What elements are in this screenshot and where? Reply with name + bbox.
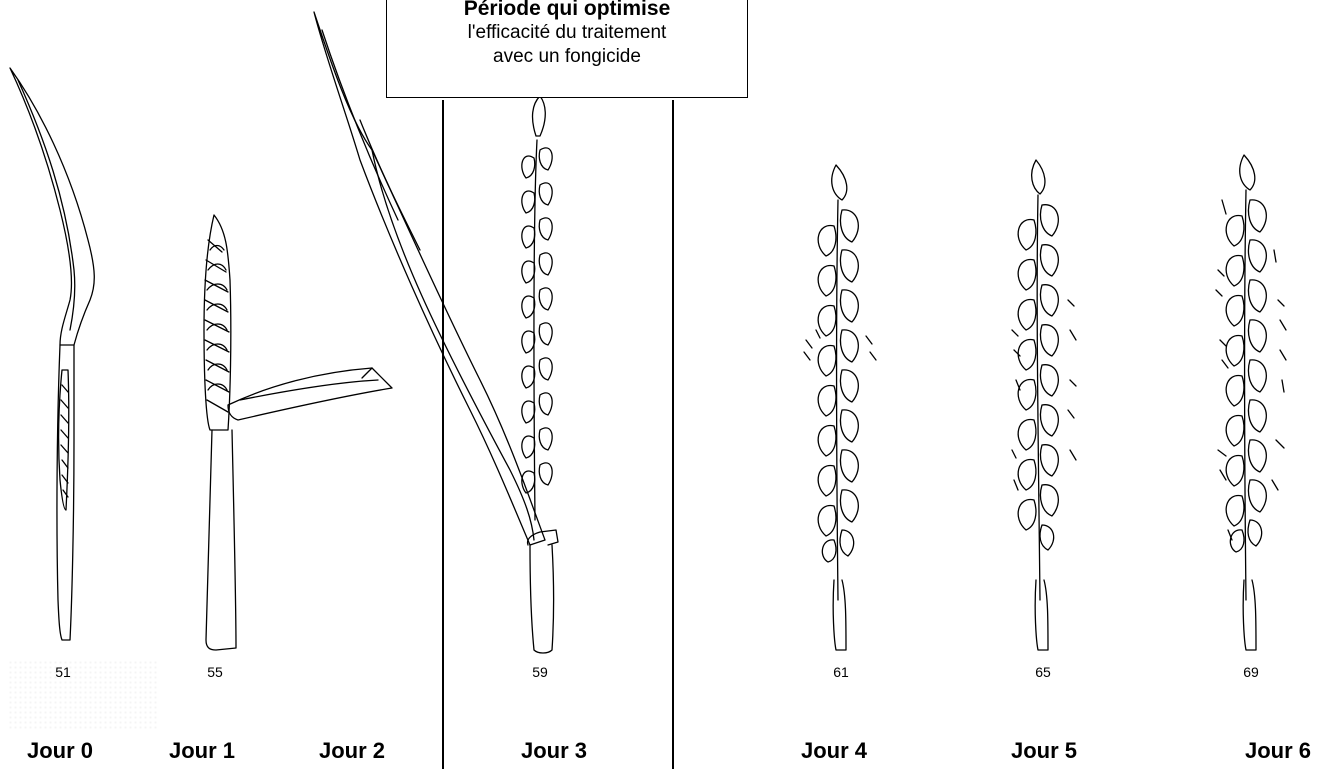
- callout-title: Période qui optimise: [387, 0, 747, 21]
- day-label-3: Jour 3: [521, 738, 587, 764]
- callout-line-1: l'efficacité du traitement: [387, 21, 747, 45]
- day-label-4: Jour 4: [801, 738, 867, 764]
- stage-code-65: 65: [1035, 664, 1051, 680]
- plant-stage-65: [1012, 160, 1076, 650]
- plant-stage-55: [204, 215, 392, 650]
- stage-code-59: 59: [532, 664, 548, 680]
- treatment-period-callout: Période qui optimise l'efficacité du tra…: [386, 0, 748, 98]
- plant-stage-51: [10, 68, 94, 640]
- day-label-2: Jour 2: [319, 738, 385, 764]
- plant-stage-61: [804, 165, 876, 650]
- plant-stage-69: [1216, 155, 1286, 650]
- stage-code-51: 51: [55, 664, 71, 680]
- period-right-boundary: [672, 100, 674, 769]
- day-label-0: Jour 0: [27, 738, 93, 764]
- stage-code-69: 69: [1243, 664, 1259, 680]
- day-label-1: Jour 1: [169, 738, 235, 764]
- day-label-6: Jour 6: [1245, 738, 1311, 764]
- day-label-5: Jour 5: [1011, 738, 1077, 764]
- callout-line-2: avec un fongicide: [387, 45, 747, 69]
- stage-code-55: 55: [207, 664, 223, 680]
- stage-code-61: 61: [833, 664, 849, 680]
- period-left-boundary: [442, 100, 444, 769]
- plant-stage-59: [314, 12, 558, 653]
